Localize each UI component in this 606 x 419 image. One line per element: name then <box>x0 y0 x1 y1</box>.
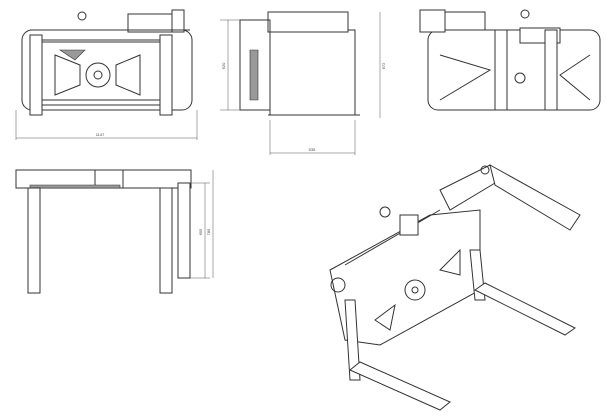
front-view: 1147 <box>15 9 198 140</box>
side-view: 620 672 535 <box>220 11 386 155</box>
dimension-front-width: 1147 <box>96 132 105 137</box>
dimension-top-height-outer: 785 <box>206 228 211 235</box>
rear-view <box>419 9 601 111</box>
top-view: 655 785 <box>15 169 214 294</box>
dimension-top-height-inner: 655 <box>198 228 203 235</box>
dimension-side-depth: 535 <box>309 147 316 152</box>
dimension-side-height-inner: 620 <box>221 62 226 69</box>
isometric-view <box>329 164 581 411</box>
dimension-side-height-outer: 672 <box>381 62 386 69</box>
